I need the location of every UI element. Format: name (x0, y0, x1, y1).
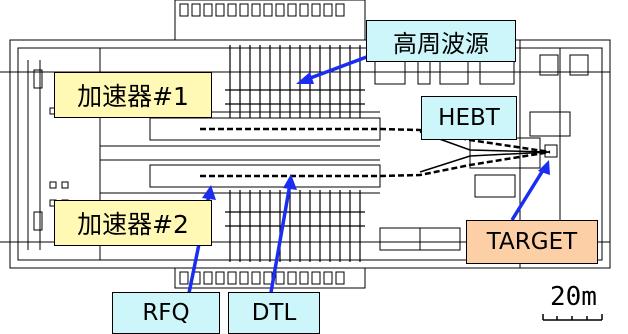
label-hebt: HEBT (421, 96, 517, 140)
arrowhead-target (538, 160, 550, 175)
wall-pattern (179, 3, 345, 285)
label-accelerator-1: 加速器#1 (54, 72, 212, 118)
scale-bar (542, 314, 603, 321)
label-dtl: DTL (228, 292, 320, 334)
label-target: TARGET (466, 220, 598, 264)
arrow-target (510, 166, 547, 221)
rf-racks-upper (225, 45, 365, 118)
arrowhead-rfq (202, 185, 216, 200)
rf-racks-lower (225, 190, 365, 262)
label-arrows (186, 50, 550, 299)
label-rf-source: 高周波源 (366, 20, 516, 62)
label-rfq: RFQ (112, 292, 220, 334)
arrowhead-rf-source (296, 72, 314, 84)
arrowhead-dtl (283, 174, 297, 190)
accelerator-tunnels (100, 111, 381, 194)
arrow-dtl (268, 183, 292, 299)
label-accelerator-2: 加速器#2 (54, 200, 212, 246)
scale-label: 20m (550, 282, 597, 312)
